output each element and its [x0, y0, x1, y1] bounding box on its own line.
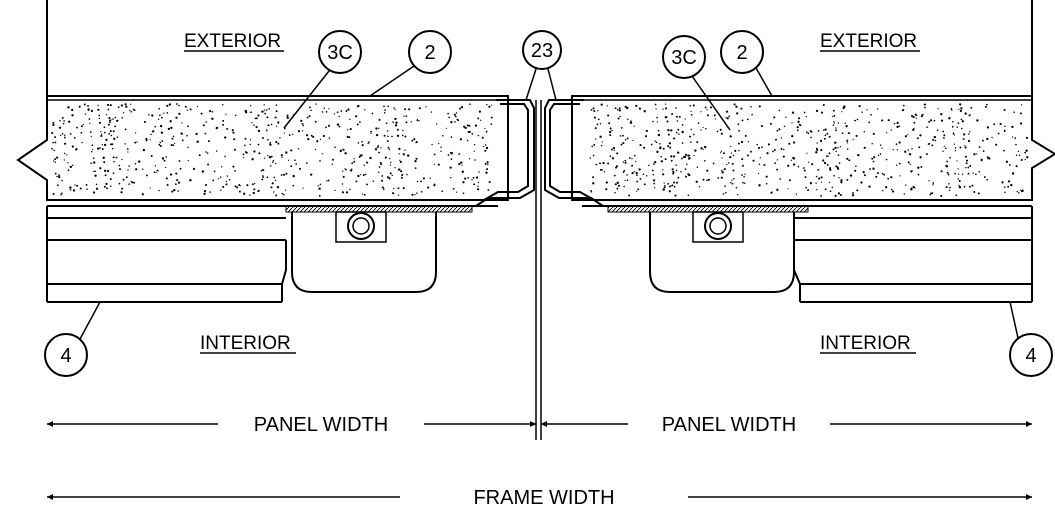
svg-text:23: 23 — [531, 40, 553, 62]
frame-width-dimension: FRAME WIDTH — [47, 487, 1032, 509]
callout-3c-left: 3C — [283, 30, 362, 129]
interior-label-right: INTERIOR — [820, 333, 911, 354]
panel-width-dimension-right: PANEL WIDTH — [541, 414, 1032, 436]
right-insulation-core — [571, 95, 1055, 201]
exterior-label-right: EXTERIOR — [820, 31, 917, 52]
svg-text:3C: 3C — [671, 47, 697, 69]
panel-width-label-right: PANEL WIDTH — [662, 414, 796, 436]
svg-text:2: 2 — [736, 42, 747, 64]
frame-width-label: FRAME WIDTH — [473, 487, 614, 509]
callout-3c-right: 3C — [662, 35, 731, 131]
svg-text:4: 4 — [1025, 345, 1036, 367]
panel-width-label-left: PANEL WIDTH — [254, 414, 388, 436]
left-plate — [285, 205, 473, 213]
callout-23-center: 23 — [522, 30, 562, 101]
right-clip — [649, 211, 795, 293]
exterior-label-left: EXTERIOR — [184, 31, 281, 52]
callout-4-left: 4 — [44, 301, 101, 377]
left-frame-member — [46, 206, 287, 303]
svg-text:3C: 3C — [327, 42, 353, 64]
callout-4-right: 4 — [1009, 301, 1053, 377]
seam-joint — [475, 99, 604, 440]
svg-text:2: 2 — [424, 42, 435, 64]
callout-2-right: 2 — [720, 30, 773, 97]
callout-2-left: 2 — [369, 30, 452, 97]
left-insulation-core — [16, 95, 509, 201]
interior-label-left: INTERIOR — [200, 333, 291, 354]
right-plate — [607, 205, 809, 213]
svg-text:4: 4 — [60, 345, 71, 367]
right-frame-member — [793, 206, 1033, 303]
left-clip — [291, 211, 437, 293]
panel-width-dimension-left: PANEL WIDTH — [47, 414, 536, 436]
